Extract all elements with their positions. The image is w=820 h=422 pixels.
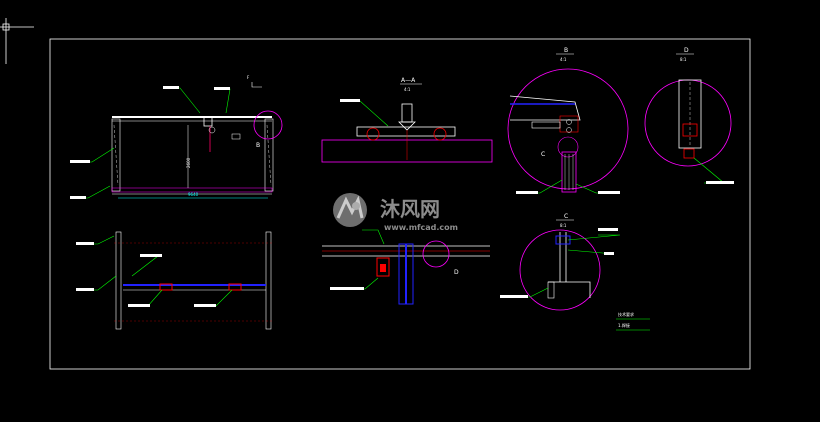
detail-c-title: C bbox=[564, 213, 568, 220]
detail-c: C 8:1 bbox=[500, 213, 621, 311]
watermark: 沐风网 www.mfcad.com bbox=[333, 193, 458, 232]
front-view: 9640 2600 B F bbox=[70, 75, 283, 199]
detail-d: D 8:1 bbox=[644, 47, 734, 184]
detail-d-marker: D bbox=[454, 269, 459, 276]
height-dimension-label: 2600 bbox=[186, 157, 191, 168]
top-view-detail: D bbox=[322, 229, 490, 305]
detail-d-title: D bbox=[684, 47, 689, 54]
section-a-a: A—A 4:1 bbox=[321, 77, 493, 163]
detail-b: B 4:1 C bbox=[507, 47, 629, 194]
technical-notes: 技术要求 1.焊接 bbox=[616, 311, 650, 331]
detail-c-scale: 8:1 bbox=[560, 223, 567, 228]
drawing-frame bbox=[49, 38, 751, 370]
crosshair-cursor bbox=[0, 18, 34, 64]
detail-b-marker: B bbox=[256, 142, 260, 149]
detail-b-scale: 4:1 bbox=[560, 57, 567, 62]
span-dimension-label: 9640 bbox=[188, 192, 199, 197]
section-marker-f: F bbox=[247, 75, 250, 80]
note-title: 技术要求 bbox=[618, 311, 634, 317]
detail-b-title: B bbox=[564, 47, 568, 54]
plan-view bbox=[76, 231, 273, 330]
detail-c-marker-top: C bbox=[541, 151, 545, 158]
watermark-brand-cn: 沐风网 bbox=[380, 197, 440, 221]
detail-d-scale: 8:1 bbox=[680, 57, 687, 62]
section-aa-scale: 4:1 bbox=[404, 87, 411, 92]
mfcad-logo-icon bbox=[333, 193, 367, 227]
note-line: 1.焊接 bbox=[618, 322, 630, 328]
section-aa-title: A—A bbox=[401, 77, 416, 84]
watermark-url: www.mfcad.com bbox=[384, 223, 458, 232]
